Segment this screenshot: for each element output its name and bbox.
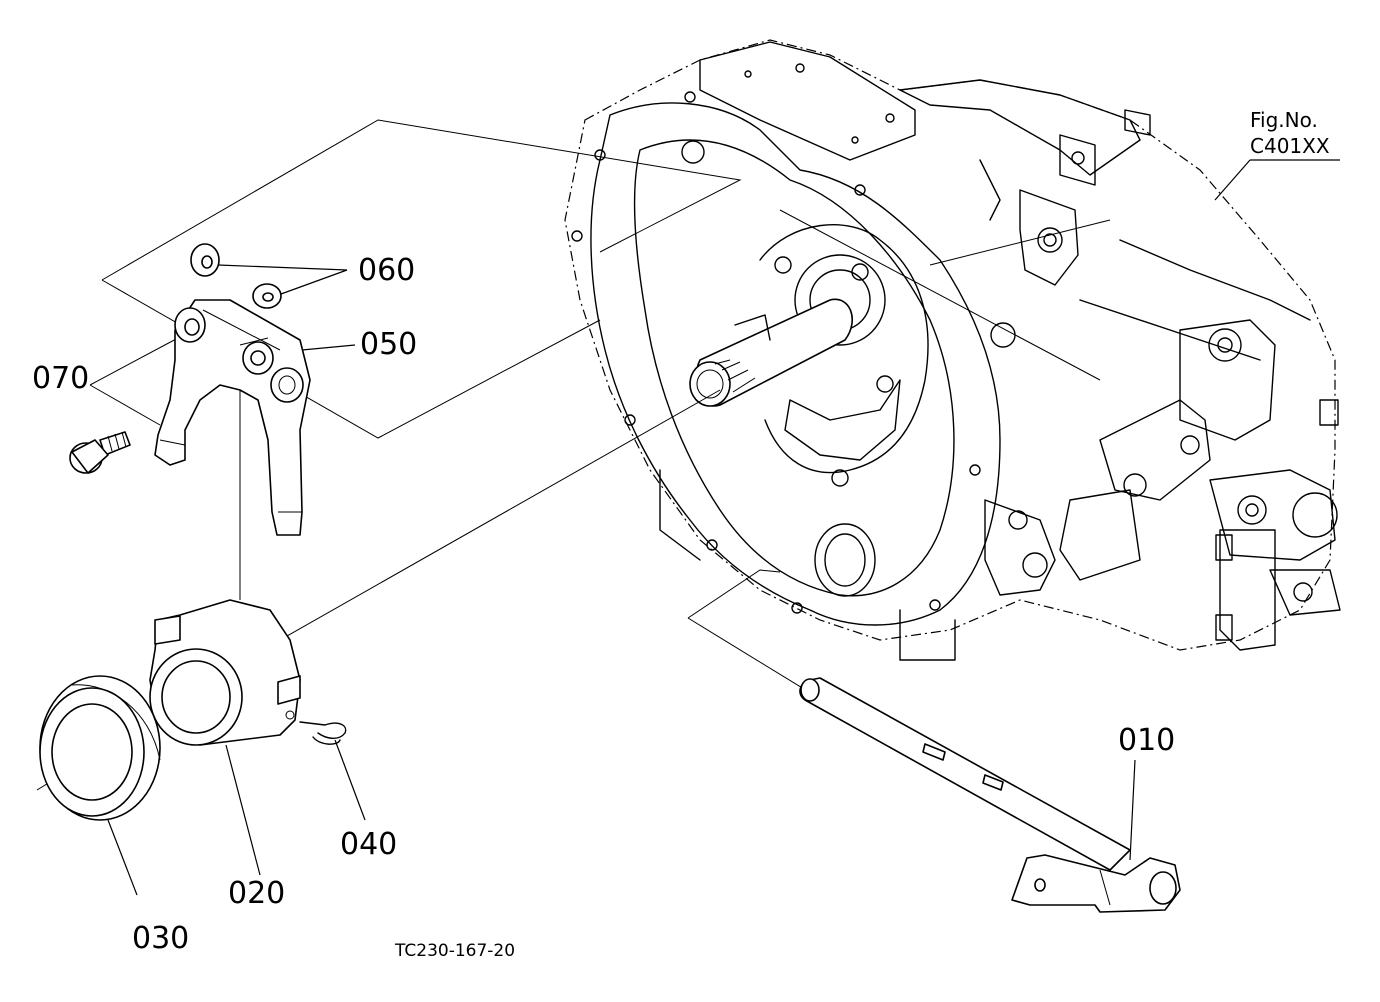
release-lever-010 [799,677,1181,913]
callout-020: 020 [228,876,285,911]
callout-leaders [107,159,1340,896]
callout-060: 060 [358,253,415,288]
drawing-code: TC230-167-20 [394,941,515,961]
bearing-030 [39,675,161,821]
bearing-holder-020 [149,599,301,746]
callout-030: 030 [132,921,189,956]
callout-010: 010 [1118,723,1175,758]
clip-040 [299,721,347,745]
bolt-070 [69,431,131,474]
shift-fork-050 [154,299,311,536]
washer-060 [190,243,282,309]
callout-070: 070 [32,361,89,396]
callout-040: 040 [340,827,397,862]
transmission-housing [564,39,1341,661]
callout-050: 050 [360,327,417,362]
figure-label: Fig.No. [1250,108,1318,132]
figure-number: C401XX [1250,134,1330,158]
